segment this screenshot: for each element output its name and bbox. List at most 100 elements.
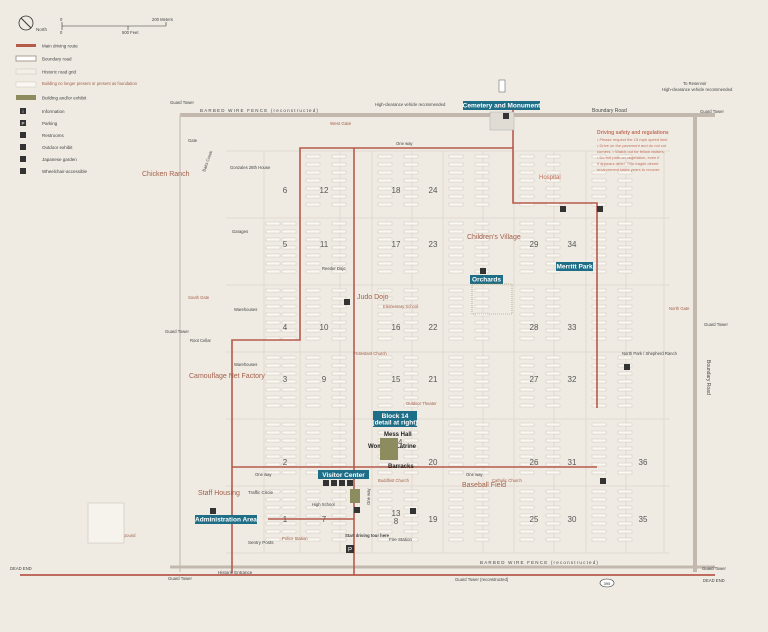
barracks-building xyxy=(474,237,490,242)
barracks-building xyxy=(403,328,419,333)
barracks-building xyxy=(545,446,561,451)
high-school-parking-icon[interactable] xyxy=(354,507,360,513)
barracks-building xyxy=(617,470,633,475)
barracks-building xyxy=(519,387,535,392)
barracks-building xyxy=(474,529,490,534)
gonzales-house-label: Gonzales 28th House xyxy=(230,165,271,170)
barracks-building xyxy=(519,288,535,293)
barracks-building xyxy=(591,288,607,293)
barracks-building xyxy=(474,489,490,494)
barracks-building xyxy=(545,170,561,175)
hospital-restrooms-icon[interactable] xyxy=(597,206,603,212)
barracks-building xyxy=(519,497,535,502)
barracks-building xyxy=(545,355,561,360)
barracks-building xyxy=(591,253,607,258)
barracks-building xyxy=(281,304,297,309)
barracks-building xyxy=(265,288,281,293)
visitor-info-icon[interactable] xyxy=(323,480,329,486)
barracks-building xyxy=(305,438,321,443)
barracks-building xyxy=(448,521,464,526)
cemetery-parking-icon xyxy=(503,113,509,119)
barracks-building xyxy=(403,245,419,250)
merritt-park-callout[interactable]: Merritt Park xyxy=(556,262,593,271)
block-number-23: 23 xyxy=(429,240,438,249)
barracks-building xyxy=(403,462,419,467)
barracks-building xyxy=(591,296,607,301)
barracks-building xyxy=(377,288,393,293)
barracks-building xyxy=(617,328,633,333)
barracks-building xyxy=(265,221,281,226)
driving-safety-line-4: • Do not park on vegetation, even if xyxy=(597,155,660,160)
merritt-park-callout-label: Merritt Park xyxy=(556,264,593,271)
orchards-parking-icon[interactable] xyxy=(480,268,486,274)
admin-area-callout-label: Administration Area xyxy=(195,517,257,524)
barracks-building xyxy=(331,395,347,400)
barracks-building xyxy=(305,521,321,526)
barracks-building xyxy=(331,422,347,427)
place-labels: West Gate Gate Bairs Creek Chicken Ranch… xyxy=(88,121,690,575)
barracks-building xyxy=(305,194,321,199)
barracks-building xyxy=(331,186,347,191)
legend-symbols: i Information P Parking Restrooms Outdoo… xyxy=(20,108,88,174)
barracks-building xyxy=(331,403,347,408)
barracks-building xyxy=(377,304,393,309)
barracks-building xyxy=(617,154,633,159)
barracks-building xyxy=(591,513,607,518)
fire-station-parking-icon[interactable] xyxy=(410,508,416,514)
visitor-exhibit-icon[interactable] xyxy=(339,480,345,486)
admin-area-callout[interactable]: Administration Area xyxy=(195,515,257,524)
west-gate-label: West Gate xyxy=(330,121,352,126)
baseball-parking-icon[interactable] xyxy=(600,478,606,484)
visitor-restrooms-icon[interactable] xyxy=(331,480,337,486)
barracks-building xyxy=(377,395,393,400)
block14-callout[interactable]: Block 14 (detail at right) xyxy=(372,411,418,427)
judo-parking-icon[interactable] xyxy=(344,299,350,305)
barracks-building xyxy=(305,537,321,542)
north-park-parking-icon[interactable] xyxy=(624,364,630,370)
barracks-building xyxy=(519,154,535,159)
high-clearance-top-label: High-clearance vehicle recommended xyxy=(375,102,446,107)
block-number-34: 34 xyxy=(568,240,577,249)
barracks-building xyxy=(403,269,419,274)
barracks-building xyxy=(377,245,393,250)
barracks-building xyxy=(331,202,347,207)
block-number-8: 8 xyxy=(394,517,399,526)
one-way-label-center: One way xyxy=(366,488,371,505)
barracks-building xyxy=(265,521,281,526)
barracks-building xyxy=(591,363,607,368)
barracks-building xyxy=(403,336,419,341)
barracks-building xyxy=(519,194,535,199)
barracks-building xyxy=(377,470,393,475)
driving-safety-line-5: it appears dead. This fragile desert xyxy=(597,161,659,166)
barracks-building xyxy=(305,237,321,242)
hospital-parking-icon[interactable] xyxy=(560,206,566,212)
visitor-center-callout[interactable]: Visitor Center xyxy=(318,470,369,479)
barracks-building xyxy=(617,288,633,293)
orchards-callout[interactable]: Orchards xyxy=(470,275,503,284)
start-parking-icon[interactable] xyxy=(346,545,354,553)
barracks-building xyxy=(448,363,464,368)
high-clearance-right-label: High-clearance vehicle recommended xyxy=(662,87,733,92)
barracks-building xyxy=(281,221,297,226)
barracks-building xyxy=(474,497,490,502)
barracks-building xyxy=(617,221,633,226)
barracks-building xyxy=(305,288,321,293)
barracks-building xyxy=(545,320,561,325)
visitor-wheelchair-icon[interactable] xyxy=(347,480,353,486)
block-number-33: 33 xyxy=(568,323,577,332)
barracks-building xyxy=(448,497,464,502)
barracks-building xyxy=(617,379,633,384)
barracks-building xyxy=(281,355,297,360)
cemetery-callout[interactable]: Cemetery and Monument xyxy=(463,101,541,110)
admin-parking-icon[interactable] xyxy=(210,508,216,514)
barracks-building xyxy=(377,221,393,226)
legend: North 0 200 Meters 0 500 Feet Main drivi… xyxy=(15,15,173,174)
barracks-building xyxy=(448,221,464,226)
camouflage-factory-label: Camouflage Net Factory xyxy=(189,373,265,380)
barracks-building xyxy=(265,513,281,518)
outdoor-theater-label: Outdoor Theater xyxy=(406,401,437,406)
barracks-building xyxy=(617,371,633,376)
barracks-building xyxy=(305,202,321,207)
barracks-building xyxy=(305,162,321,167)
